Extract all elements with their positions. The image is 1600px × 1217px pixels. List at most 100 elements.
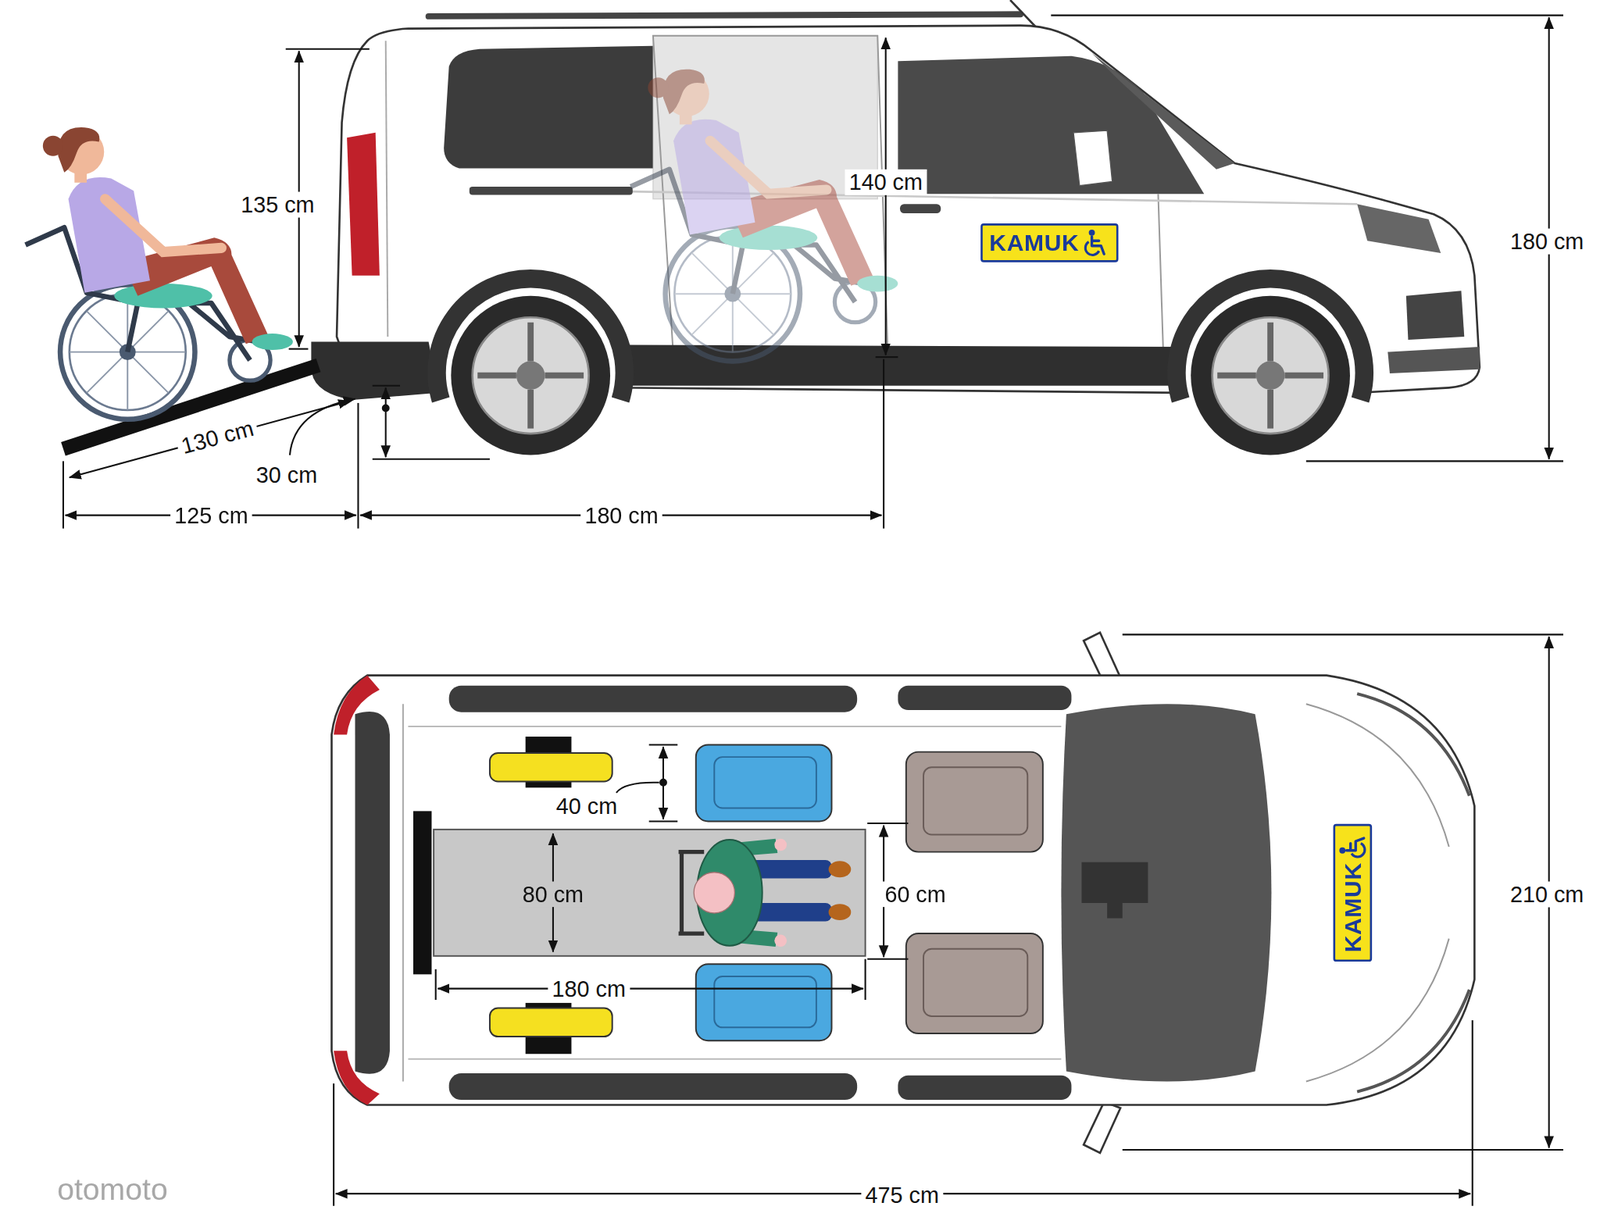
- side-view: [1406, 290, 1465, 340]
- side-view: [310, 342, 439, 400]
- dimension-lines: [649, 743, 679, 746]
- dimension-label: 30 cm: [252, 461, 322, 488]
- wheelchair-user-top: [774, 839, 787, 852]
- dimension-lines: [333, 634, 1564, 1206]
- dimension-lines: [885, 37, 887, 355]
- dimension-label: 210 cm: [1506, 881, 1589, 908]
- top-view: [449, 685, 858, 713]
- dimension-label: 180 cm: [1506, 228, 1589, 254]
- dimension-lines: [1050, 14, 1564, 17]
- wheelchair-symbol: [1339, 847, 1346, 854]
- wheelchair-user-top: [828, 903, 852, 921]
- dimension-lines: [385, 387, 387, 458]
- wheelchair-symbol: [1085, 242, 1099, 256]
- dimension-lines: [649, 820, 679, 822]
- top-view: [1081, 862, 1148, 919]
- dimension-lines: [289, 399, 356, 456]
- dimension-lines: [63, 15, 1564, 529]
- side-view: [477, 322, 1324, 429]
- top-view: [714, 976, 817, 1028]
- dimension-label: 125 cm: [170, 502, 253, 529]
- side-view: [622, 344, 1184, 386]
- dimension-lines: [660, 779, 667, 786]
- side-view: [1190, 296, 1350, 456]
- wheelchair-user-top: [828, 860, 852, 878]
- dimension-lines: [867, 822, 908, 825]
- dimension-lines: [332, 1083, 335, 1207]
- dimension-lines: [616, 782, 660, 793]
- top-view: [1060, 703, 1272, 1082]
- wheelchair-user-top: [750, 903, 832, 922]
- top-view: [1357, 693, 1470, 1092]
- dimension-lines: [1122, 633, 1564, 636]
- side-view: [1267, 389, 1274, 429]
- dimension-lines: [1306, 460, 1564, 462]
- side-view: [1284, 372, 1324, 379]
- side-view: [900, 203, 941, 214]
- top-view: [449, 1073, 858, 1100]
- side-view: [1387, 346, 1480, 374]
- logo-badge: KAMUK: [1332, 824, 1372, 962]
- top-view: [714, 757, 817, 808]
- dimension-lines: [1122, 1149, 1564, 1151]
- dimension-lines: [882, 359, 885, 529]
- side-view: [630, 69, 898, 362]
- dimension-lines: [435, 969, 437, 1000]
- top-view: [923, 949, 1028, 1017]
- side-view: [1092, 53, 1236, 170]
- logo-badge: KAMUK: [980, 223, 1118, 263]
- dimension-lines: [372, 458, 490, 461]
- top-view: [897, 1075, 1072, 1100]
- side-view: [1073, 130, 1113, 186]
- dimension-lines: [437, 988, 864, 990]
- dimension-lines: [1471, 1020, 1474, 1207]
- top-view: [696, 964, 833, 1041]
- dimension-lines: [357, 403, 359, 529]
- dimension-lines: [864, 959, 867, 1000]
- top-view: [906, 752, 1043, 853]
- top-view: [355, 711, 390, 1075]
- side-view: [1157, 193, 1164, 352]
- top-view: [906, 933, 1043, 1034]
- side-view: [469, 186, 633, 195]
- top-view: [433, 829, 865, 957]
- dimension-label: 80 cm: [518, 881, 589, 908]
- side-view: [544, 372, 584, 379]
- side-view: [346, 132, 380, 276]
- dimension-label: 140 cm: [844, 168, 927, 195]
- wheelchair-symbol: [1350, 842, 1365, 857]
- side-view: [1212, 317, 1329, 434]
- wheelchair-user-top: [774, 934, 787, 947]
- dimension-label: 130 cm: [174, 414, 261, 461]
- dimension-lines: [867, 958, 908, 961]
- wheelchair-user-top: [750, 860, 832, 879]
- dimension-label: 475 cm: [860, 1182, 943, 1208]
- dimension-lines: [289, 348, 309, 350]
- dimension-lines: [875, 356, 899, 358]
- logo-text: KAMUK: [989, 228, 1079, 257]
- dimension-lines: [382, 405, 390, 412]
- side-view: [472, 317, 590, 434]
- side-view: [25, 127, 293, 420]
- top-view: [331, 632, 1475, 1154]
- top-view: [696, 744, 833, 822]
- top-view: [402, 703, 404, 1082]
- top-view: [489, 1007, 613, 1037]
- logo-text: KAMUK: [1338, 862, 1366, 953]
- side-view: [527, 389, 534, 429]
- top-view: [1083, 1102, 1121, 1154]
- top-view: [923, 767, 1028, 835]
- dimension-label: 40 cm: [552, 793, 622, 820]
- wheelchair-symbol: [1082, 228, 1109, 258]
- top-view: [407, 725, 1061, 728]
- side-view: [527, 322, 534, 362]
- side-view: [1357, 203, 1441, 254]
- wheelchair-user-top: [693, 872, 735, 914]
- side-view: [385, 40, 389, 337]
- dimension-lines: [372, 385, 400, 387]
- dimension-label: 135 cm: [236, 191, 319, 218]
- dimension-label: 60 cm: [880, 881, 950, 908]
- watermark: otomoto: [53, 1171, 172, 1208]
